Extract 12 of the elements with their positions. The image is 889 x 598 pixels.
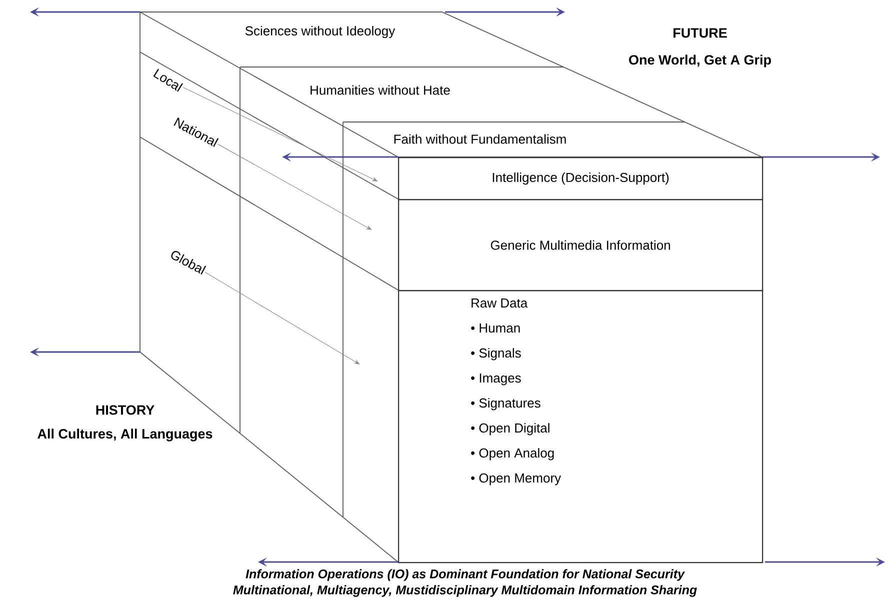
band-label: Faith without Fundamentalism xyxy=(394,134,566,144)
annotation-text: All Cultures, All Languages xyxy=(38,428,212,442)
annotation-text: Multinational, Multiagency, Mustidisciplinary Multidomain Information Sharing xyxy=(233,585,697,597)
annotation-text: HISTORY xyxy=(96,405,154,415)
annotation-text: FUTURE xyxy=(674,28,727,38)
layer-box: Intelligence (Decision-Support) xyxy=(398,157,764,200)
layer-box: Generic Multimedia Information xyxy=(398,199,764,292)
band-label: Sciences without Ideology xyxy=(245,26,396,38)
band-label: Humanities without Hate xyxy=(310,85,450,95)
annotation-text: One World, Get A Grip xyxy=(629,54,771,68)
layer-box: Raw Data • Human • Signals • Images • Signatures • Open Digital • Open Analog • Open Memory xyxy=(398,290,764,564)
annotation-text: Information Operations (IO) as Dominant Foundation for National Security xyxy=(246,569,685,581)
